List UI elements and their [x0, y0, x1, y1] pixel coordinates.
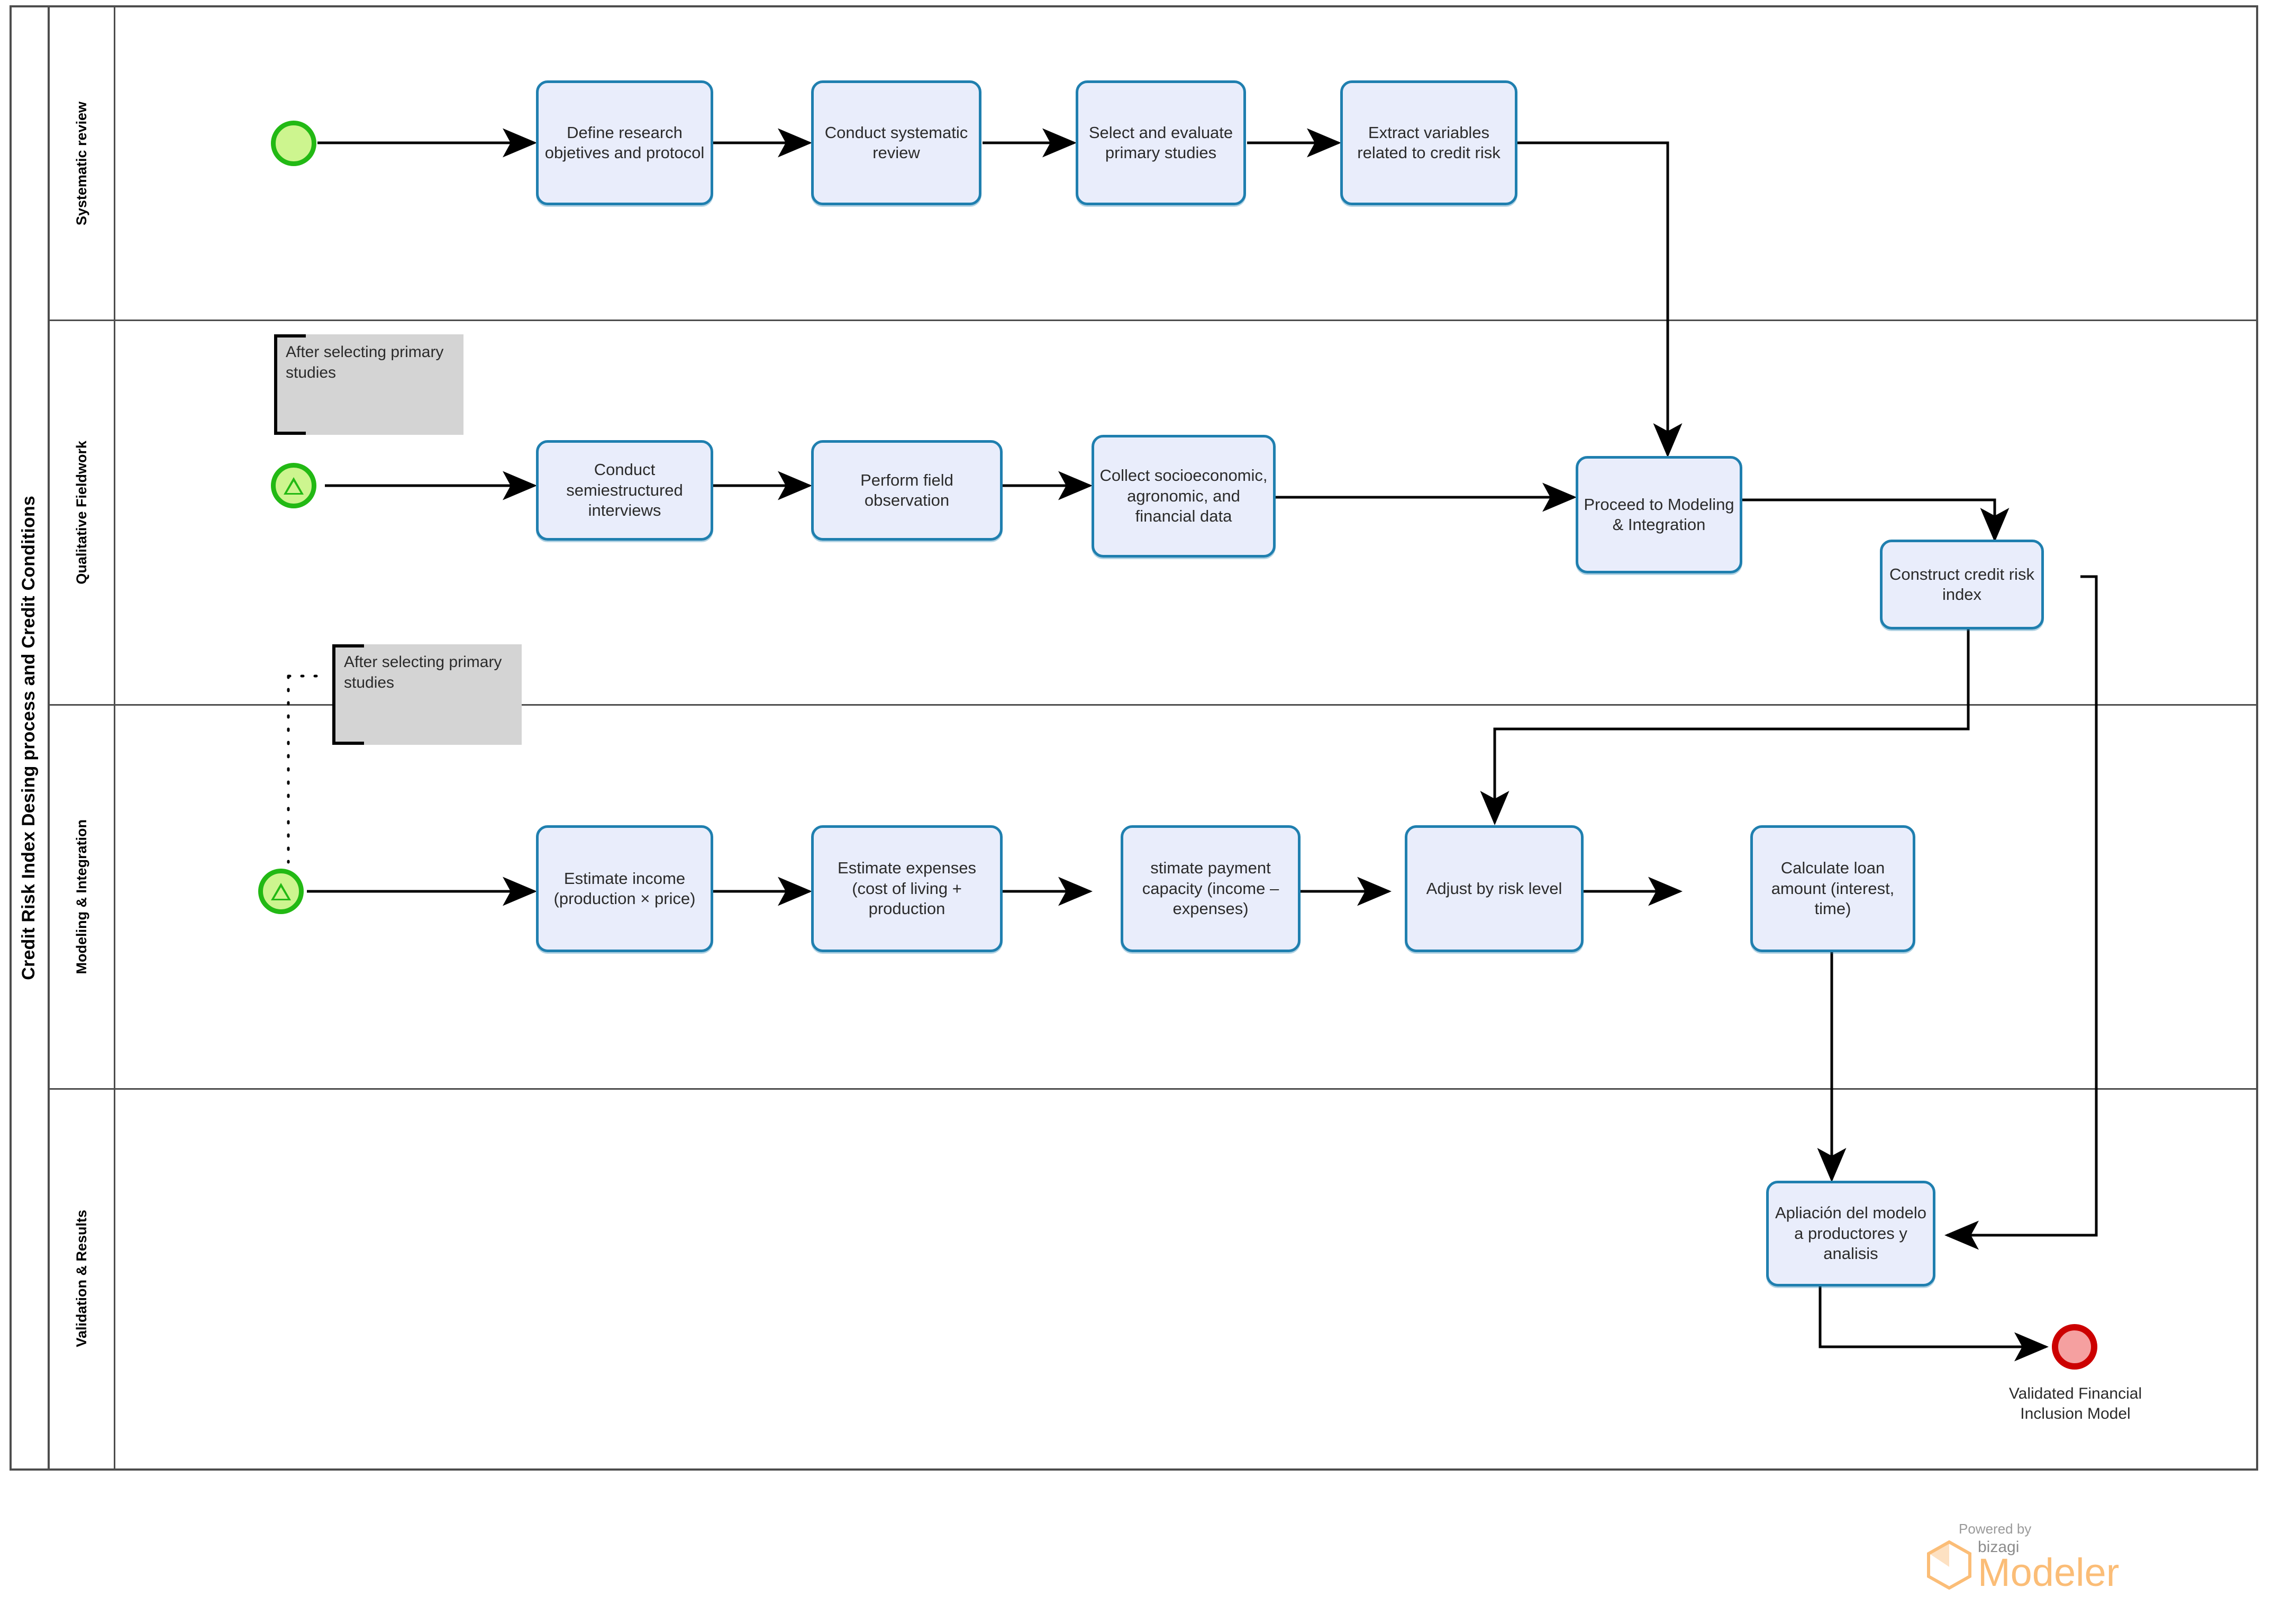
task-estimate-payment-capacity[interactable]: stimate payment capacity (income – expen… [1121, 825, 1301, 952]
task-define-research-objectives[interactable]: Define research objetives and protocol [536, 80, 713, 205]
text-annotation-fieldwork: After selecting primary studies [274, 334, 463, 435]
task-label: Estimate expenses (cost of living + prod… [838, 859, 976, 918]
signal-triangle-icon [271, 882, 291, 900]
end-event-validated-model[interactable] [2052, 1324, 2097, 1370]
lane-header-qualitative-fieldwork: Qualitative Fieldwork [50, 320, 115, 705]
lane-header-validation-results: Validation & Results [50, 1089, 115, 1468]
task-label: Construct credit risk index [1889, 564, 2034, 604]
text-annotation-modeling: After selecting primary studies [332, 644, 522, 745]
task-estimate-income[interactable]: Estimate income (production × price) [536, 825, 713, 952]
task-label: Proceed to Modeling & Integration [1584, 495, 1734, 534]
annotation-modeling-text: After selecting primary studies [344, 653, 502, 691]
modeler-wordmark: Modeler [1978, 1550, 2120, 1595]
powered-by-label: Powered by [1959, 1521, 2032, 1537]
lane-header-modeling-integration: Modeling & Integration [50, 705, 115, 1089]
lane-separator-1 [50, 320, 2257, 321]
pool-title-label: Credit Risk Index Desing process and Cre… [18, 496, 39, 980]
task-proceed-to-modeling[interactable]: Proceed to Modeling & Integration [1576, 456, 1742, 573]
task-conduct-systematic-review[interactable]: Conduct systematic review [811, 80, 981, 205]
task-adjust-by-risk-level[interactable]: Adjust by risk level [1405, 825, 1584, 952]
task-calculate-loan-amount[interactable]: Calculate loan amount (interest, time) [1750, 825, 1915, 952]
task-estimate-expenses[interactable]: Estimate expenses (cost of living + prod… [811, 825, 1003, 952]
task-label: Conduct semiestructured interviews [566, 460, 683, 520]
task-apliacion-modelo[interactable]: Apliación del modelo a productores y ana… [1766, 1181, 1935, 1287]
lane-label-validation-results: Validation & Results [74, 1210, 89, 1347]
lane-header-systematic-review: Systematic review [50, 7, 115, 320]
task-label: Select and evaluate primary studies [1088, 123, 1233, 162]
task-label: Estimate income (production × price) [553, 869, 696, 908]
task-construct-credit-risk-index[interactable]: Construct credit risk index [1880, 540, 2044, 629]
task-label: Calculate loan amount (interest, time) [1771, 859, 1895, 918]
task-label: Adjust by risk level [1426, 879, 1562, 898]
bizagi-modeler-branding: Powered by bizagi Modeler [1926, 1521, 2120, 1595]
signal-triangle-icon [284, 477, 304, 495]
lane-label-qualitative-fieldwork: Qualitative Fieldwork [74, 440, 89, 585]
task-label: Perform field observation [860, 470, 953, 509]
task-label: Conduct systematic review [824, 123, 968, 162]
end-event-label: Validated Financial Inclusion Model [2008, 1385, 2142, 1422]
task-conduct-interviews[interactable]: Conduct semiestructured interviews [536, 440, 713, 541]
task-label: stimate payment capacity (income – expen… [1142, 859, 1279, 918]
task-perform-field-observation[interactable]: Perform field observation [811, 440, 1003, 541]
bizagi-hexagon-logo-icon [1927, 1540, 1971, 1590]
start-event-signal-fieldwork[interactable] [271, 463, 316, 508]
lane-label-systematic-review: Systematic review [74, 102, 89, 226]
start-event-systematic-review[interactable] [271, 121, 316, 166]
lane-label-modeling-integration: Modeling & Integration [74, 819, 89, 974]
pool-title: Credit Risk Index Desing process and Cre… [10, 5, 50, 1471]
bizagi-wordmark: bizagi [1978, 1538, 2020, 1556]
annotation-bracket-modeling [332, 644, 364, 745]
task-select-evaluate-studies[interactable]: Select and evaluate primary studies [1076, 80, 1246, 205]
lane-separator-3 [50, 1088, 2257, 1090]
task-label: Apliación del modelo a productores y ana… [1775, 1203, 1927, 1263]
annotation-bracket-fieldwork [274, 334, 306, 435]
task-collect-data[interactable]: Collect socioeconomic, agronomic, and fi… [1092, 435, 1276, 558]
annotation-fieldwork-text: After selecting primary studies [286, 343, 444, 381]
task-extract-variables[interactable]: Extract variables related to credit risk [1340, 80, 1517, 205]
task-label: Define research objetives and protocol [544, 123, 705, 162]
start-event-signal-modeling[interactable] [258, 869, 304, 914]
lane-separator-2 [50, 704, 2257, 706]
task-label: Collect socioeconomic, agronomic, and fi… [1099, 466, 1268, 526]
task-label: Extract variables related to credit risk [1357, 123, 1501, 162]
